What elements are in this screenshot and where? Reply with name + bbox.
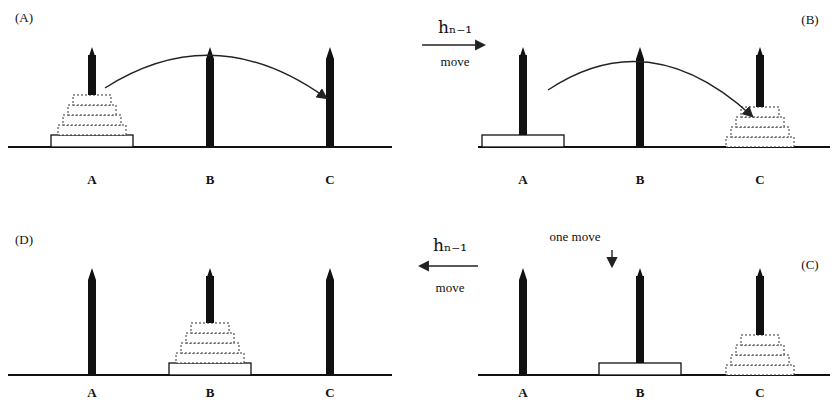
disk — [181, 343, 239, 353]
panel-tag: (B) — [801, 13, 818, 27]
move-label: one move — [550, 230, 601, 244]
disk — [741, 335, 779, 345]
panel-tag: (D) — [15, 233, 33, 247]
move-arrow — [420, 265, 478, 266]
peg-label: C — [325, 386, 334, 400]
peg-label: A — [87, 173, 96, 187]
peg — [636, 276, 644, 363]
move-arrow — [105, 55, 326, 98]
disk — [726, 365, 794, 375]
disk — [482, 135, 564, 147]
peg-label: A — [518, 386, 527, 400]
disk — [731, 355, 789, 365]
move-arrow — [611, 250, 612, 266]
disk — [51, 135, 133, 147]
tower-panel — [8, 268, 392, 375]
disk — [726, 137, 794, 147]
peg-label: C — [325, 173, 334, 187]
panel-tag: (A) — [15, 11, 33, 25]
disk — [731, 127, 789, 137]
peg — [326, 47, 334, 147]
peg — [636, 268, 644, 375]
peg — [206, 47, 214, 147]
peg — [326, 268, 334, 375]
peg — [519, 268, 527, 375]
peg-label: B — [206, 386, 215, 400]
peg-label: B — [636, 173, 645, 187]
disk — [73, 95, 111, 105]
peg-label: C — [755, 173, 764, 187]
disk — [176, 353, 244, 363]
move-arrow — [548, 61, 752, 116]
peg — [756, 276, 764, 335]
move-label: move — [441, 55, 470, 69]
disk — [736, 345, 784, 355]
peg — [519, 55, 527, 135]
peg-label: A — [87, 386, 96, 400]
disk — [599, 363, 681, 375]
peg-label: C — [755, 386, 764, 400]
peg — [88, 268, 96, 375]
tower-panel — [478, 268, 830, 375]
peg-label: B — [206, 173, 215, 187]
tower-panel — [8, 47, 392, 147]
peg — [756, 55, 764, 107]
disk — [186, 333, 234, 343]
peg — [206, 276, 214, 323]
move-label: move — [436, 281, 465, 295]
panel-tag: (C) — [801, 258, 818, 272]
disk — [169, 363, 251, 375]
peg-label: A — [518, 173, 527, 187]
move-label: hₙ₋₁ — [438, 18, 472, 37]
disk — [63, 115, 121, 125]
disk — [736, 117, 784, 127]
move-arrow — [422, 44, 484, 45]
disk — [68, 105, 116, 115]
peg-label: B — [636, 386, 645, 400]
peg — [88, 55, 96, 95]
disk — [191, 323, 229, 333]
peg — [519, 47, 527, 147]
tower-panel — [478, 47, 830, 147]
disk — [58, 125, 126, 135]
move-label: hₙ₋₁ — [433, 236, 467, 255]
